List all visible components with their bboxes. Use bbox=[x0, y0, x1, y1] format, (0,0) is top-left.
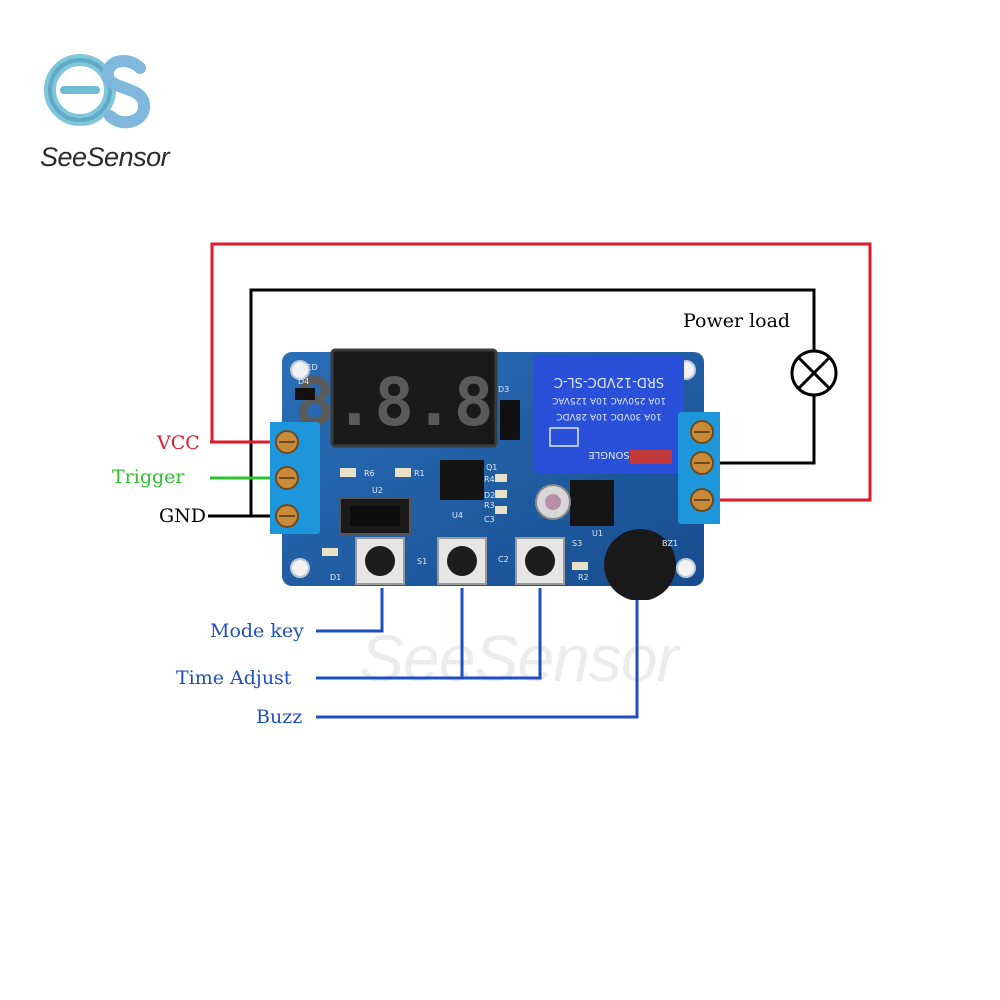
time-adjust-lead bbox=[316, 588, 542, 680]
svg-text:R1: R1 bbox=[414, 469, 425, 478]
svg-text:SONGLE: SONGLE bbox=[588, 449, 629, 460]
watermark-text: SeeSensor bbox=[360, 621, 679, 695]
svg-text:U2: U2 bbox=[372, 486, 383, 495]
svg-text:D2: D2 bbox=[484, 491, 495, 500]
power-load-label: Power load bbox=[683, 310, 791, 332]
buzz-label: Buzz bbox=[256, 706, 303, 728]
svg-text:10A 30VDC 10A 28VDC: 10A 30VDC 10A 28VDC bbox=[556, 411, 661, 421]
buzzer bbox=[604, 529, 676, 600]
svg-text:R3: R3 bbox=[484, 501, 495, 510]
mode-key-button[interactable] bbox=[355, 537, 405, 585]
buzz-lead bbox=[316, 592, 639, 719]
svg-text:LED: LED bbox=[302, 363, 318, 372]
gnd-label: GND bbox=[159, 505, 207, 527]
svg-text:D4: D4 bbox=[298, 377, 309, 386]
svg-text:R4: R4 bbox=[484, 475, 495, 484]
regulator-u1 bbox=[570, 480, 614, 526]
seven-segment-display bbox=[330, 348, 498, 448]
display-digits: 8.8.8. bbox=[295, 364, 533, 441]
time-adjust-button-2[interactable] bbox=[515, 537, 565, 585]
svg-text:SRD-12VDC-SL-C: SRD-12VDC-SL-C bbox=[554, 374, 664, 389]
relay bbox=[534, 355, 684, 473]
svg-text:S1: S1 bbox=[417, 557, 427, 566]
svg-text:C2: C2 bbox=[498, 555, 509, 564]
svg-text:10A 250VAC 10A 125VAC: 10A 250VAC 10A 125VAC bbox=[552, 395, 666, 405]
svg-text:R2: R2 bbox=[578, 573, 589, 582]
mode-key-label: Mode key bbox=[210, 620, 304, 642]
brand-name: SeeSensor bbox=[40, 142, 170, 172]
seesensor-logo-icon bbox=[44, 54, 150, 129]
diode-d3 bbox=[500, 400, 520, 440]
svg-text:R6: R6 bbox=[364, 469, 375, 478]
svg-text:U4: U4 bbox=[452, 511, 463, 520]
svg-text:S3: S3 bbox=[572, 539, 582, 548]
mode-key-lead bbox=[316, 588, 384, 633]
trigger-label: Trigger bbox=[112, 466, 185, 488]
svg-text:U1: U1 bbox=[592, 529, 603, 538]
lamp-icon bbox=[790, 349, 838, 397]
svg-text:D1: D1 bbox=[330, 573, 341, 582]
svg-text:D3: D3 bbox=[498, 385, 509, 394]
relay-module-board: 8.8.8. SRD-12VDC-SL-C 10A 250VAC 10A 125… bbox=[270, 348, 720, 600]
svg-text:C3: C3 bbox=[484, 515, 495, 524]
load-return-wire bbox=[708, 395, 816, 465]
ic-u4 bbox=[440, 460, 484, 500]
time-adjust-label: Time Adjust bbox=[176, 667, 292, 689]
svg-text:Q1: Q1 bbox=[486, 463, 497, 472]
svg-text:BZ1: BZ1 bbox=[662, 539, 678, 548]
time-adjust-button-1[interactable] bbox=[437, 537, 487, 585]
vcc-label: VCC bbox=[157, 432, 200, 454]
